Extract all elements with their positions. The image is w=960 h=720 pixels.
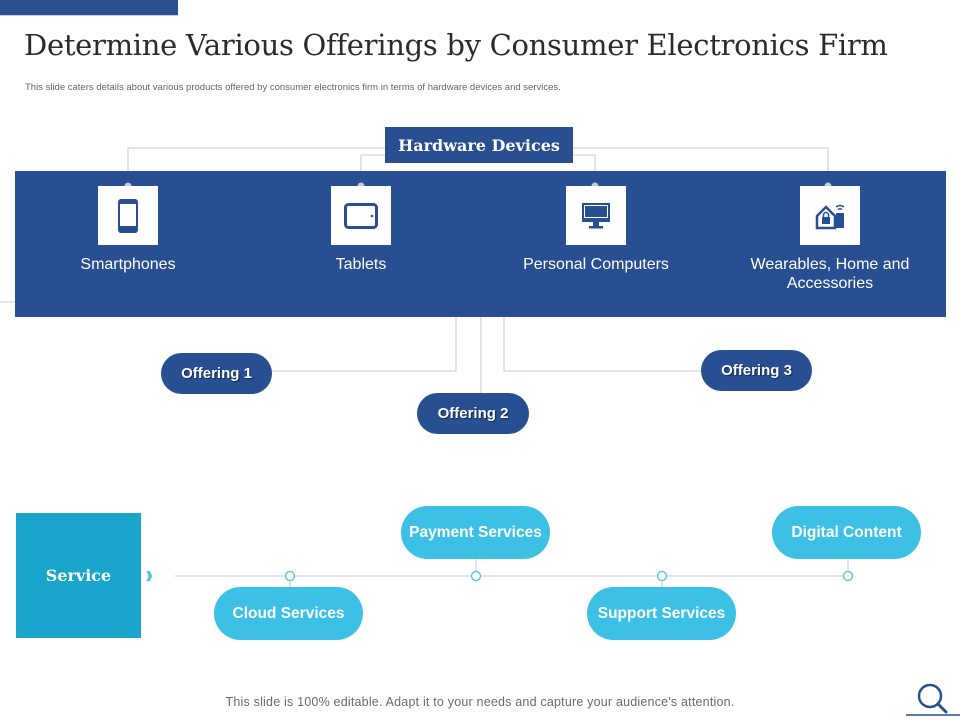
hardware-item-label: Smartphones [80, 256, 176, 273]
service-payment-services: Payment Services [401, 506, 550, 559]
page-subtitle: This slide caters details about various … [25, 82, 561, 93]
offering-2-pill: Offering 2 [417, 393, 529, 434]
service-digital-content: Digital Content [772, 506, 921, 559]
footer-note: This slide is 100% editable. Adapt it to… [225, 695, 735, 709]
hardware-devices-header: Hardware Devices [385, 127, 573, 163]
top-accent-line [0, 15, 178, 16]
hardware-item-label: Personal Computers [523, 256, 669, 273]
service-cloud-services: Cloud Services [214, 587, 363, 640]
offering-3-pill: Offering 3 [701, 350, 812, 391]
top-accent-bar [0, 0, 178, 15]
hardware-item-label: Tablets [335, 256, 387, 273]
magnifier-icon [906, 683, 960, 716]
service-support-services: Support Services [587, 587, 736, 640]
smartphone-icon [98, 186, 158, 245]
page-title: Determine Various Offerings by Consumer … [24, 28, 888, 62]
service-box: Service [16, 513, 141, 638]
smart-home-icon [800, 186, 860, 245]
hardware-devices-band [15, 171, 946, 317]
offering-1-pill: Offering 1 [161, 353, 272, 394]
hardware-item-label: Wearables, Home and Accessories [750, 256, 910, 292]
tablet-icon [331, 186, 391, 245]
monitor-icon [566, 186, 626, 245]
